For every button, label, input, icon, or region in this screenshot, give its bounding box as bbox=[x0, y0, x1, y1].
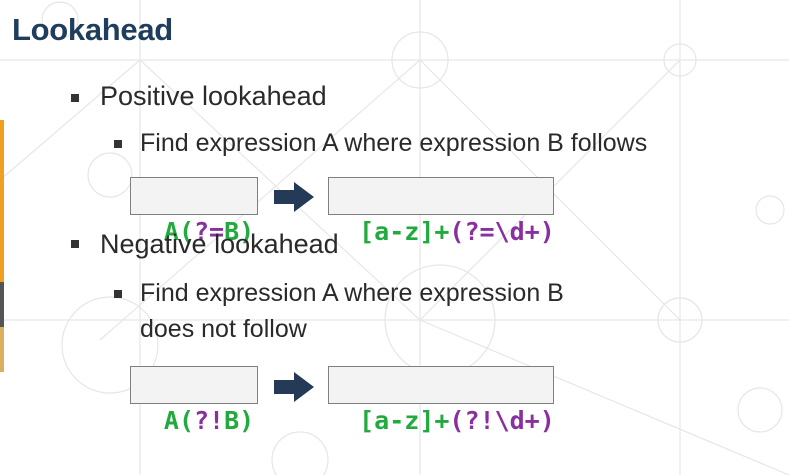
bullet-icon bbox=[71, 94, 79, 102]
bullet-icon bbox=[114, 290, 122, 298]
right-arrow-icon bbox=[274, 182, 314, 212]
bullet-icon bbox=[114, 140, 122, 148]
pattern-suffix: B) bbox=[224, 217, 255, 246]
pattern-operator: ?! bbox=[194, 406, 225, 435]
positive-pattern-box: A(?=B) bbox=[130, 177, 258, 246]
slide-title: Lookahead bbox=[12, 12, 173, 47]
negative-description-line2: does not follow bbox=[140, 315, 307, 343]
left-accent-orange bbox=[0, 120, 4, 282]
pattern-prefix: A( bbox=[163, 217, 194, 246]
example-lookahead: (?=\d+) bbox=[449, 217, 555, 246]
negative-heading: Negative lookahead bbox=[100, 229, 339, 259]
bullet-icon bbox=[71, 240, 79, 248]
left-accent-tan bbox=[0, 327, 4, 372]
negative-description-line1: Find expression A where expression B bbox=[140, 279, 564, 307]
positive-description: Find expression A where expression B fol… bbox=[140, 129, 648, 157]
example-charclass: [a-z]+ bbox=[359, 406, 450, 435]
example-charclass: [a-z]+ bbox=[359, 217, 450, 246]
pattern-suffix: B) bbox=[224, 406, 255, 435]
positive-heading: Positive lookahead bbox=[100, 81, 327, 111]
negative-example-box: [a-z]+(?!\d+) bbox=[328, 366, 555, 435]
negative-pattern-box: A(?!B) bbox=[130, 366, 258, 435]
pattern-prefix: A( bbox=[163, 406, 194, 435]
left-accent-dark bbox=[0, 282, 4, 327]
positive-example-box: [a-z]+(?=\d+) bbox=[328, 177, 555, 246]
right-arrow-icon bbox=[274, 372, 314, 402]
pattern-operator: ?= bbox=[194, 217, 225, 246]
example-lookahead: (?!\d+) bbox=[449, 406, 555, 435]
